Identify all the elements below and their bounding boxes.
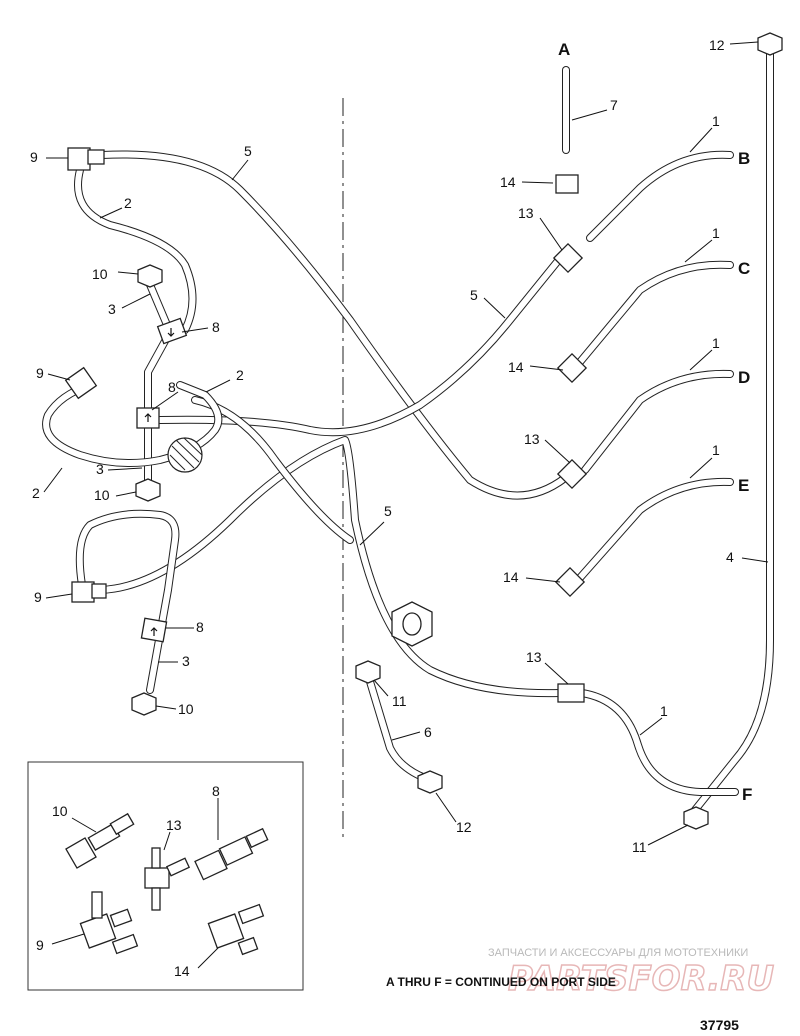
callout-2-low: 2 xyxy=(32,485,40,501)
inset-fitting-14 xyxy=(207,903,265,956)
callout-13-f: 13 xyxy=(526,649,542,665)
callout-numbers: 12 7 14 1 13 1 5 14 1 13 1 14 4 13 1 11 … xyxy=(30,37,734,855)
callout-13-d: 13 xyxy=(524,431,540,447)
callout-14-e: 14 xyxy=(503,569,519,585)
letter-c: C xyxy=(738,259,750,278)
callout-11-right: 11 xyxy=(632,839,647,855)
hose-5-lower xyxy=(96,436,564,698)
callout-8-top: 8 xyxy=(212,319,220,335)
hose-1-d xyxy=(581,369,734,474)
callout-11-mid: 11 xyxy=(392,693,407,709)
hose-1-c xyxy=(576,260,734,366)
callout-3-top: 3 xyxy=(108,301,116,317)
callout-8-low: 8 xyxy=(196,619,204,635)
leader-lines xyxy=(43,41,769,846)
callout-14-a: 14 xyxy=(500,174,516,190)
callout-14-c: 14 xyxy=(508,359,524,375)
hose-2-top xyxy=(74,166,197,334)
hatched-boss xyxy=(167,437,203,473)
callout-9-mid: 9 xyxy=(36,365,44,381)
hose-3-top xyxy=(144,276,174,412)
callout-13-b: 13 xyxy=(518,205,534,221)
inset-fitting-8 xyxy=(194,827,269,881)
letter-b: B xyxy=(738,149,750,168)
callout-12-top: 12 xyxy=(709,37,725,53)
callout-10-low: 10 xyxy=(178,701,194,717)
hose-1-e xyxy=(574,477,734,584)
letter-f: F xyxy=(742,785,752,804)
callout-1-e: 1 xyxy=(712,442,720,458)
hose-5-cross xyxy=(191,396,354,544)
hoses xyxy=(42,44,774,814)
inset-fitting-13 xyxy=(144,847,191,911)
callout-3-low: 3 xyxy=(182,653,190,669)
inset-callout-14: 14 xyxy=(174,963,190,979)
callout-7: 7 xyxy=(610,97,618,113)
hose-6 xyxy=(364,671,429,782)
hose-2-mid xyxy=(42,381,223,468)
watermark-logo: PARTSFOR.RU xyxy=(508,959,774,999)
hose-4 xyxy=(691,44,774,814)
inset-callout-13: 13 xyxy=(166,817,182,833)
letter-d: D xyxy=(738,368,750,387)
callout-10-mid: 10 xyxy=(94,487,110,503)
callout-3-mid: 3 xyxy=(96,461,104,477)
callout-5-mid: 5 xyxy=(470,287,478,303)
hose-5-top xyxy=(98,150,569,500)
figure-number: 37795 xyxy=(700,1017,739,1033)
callout-5-top: 5 xyxy=(244,143,252,159)
fittings-inset: 10 8 13 9 14 xyxy=(27,761,304,991)
callout-2-mid: 2 xyxy=(236,367,244,383)
footnote: A THRU F = CONTINUED ON PORT SIDE xyxy=(386,975,616,989)
callout-8-mid: 8 xyxy=(168,379,176,395)
callout-1-b: 1 xyxy=(712,113,720,129)
callout-4: 4 xyxy=(726,549,734,565)
hose-1-b xyxy=(586,150,734,242)
callout-1-f: 1 xyxy=(660,703,668,719)
letter-a: A xyxy=(558,40,570,59)
callout-9-top: 9 xyxy=(30,149,38,165)
callout-10-top: 10 xyxy=(92,266,108,282)
callout-9-low: 9 xyxy=(34,589,42,605)
callout-1-c: 1 xyxy=(712,225,720,241)
inset-callout-8: 8 xyxy=(212,783,220,799)
hose-9-low-loop xyxy=(75,509,180,694)
callout-12-low: 12 xyxy=(456,819,472,835)
callout-5-lower: 5 xyxy=(384,503,392,519)
inset-callout-10: 10 xyxy=(52,803,68,819)
inset-fitting-10 xyxy=(65,812,135,869)
callout-6: 6 xyxy=(424,724,432,740)
inset-fitting-9 xyxy=(79,891,139,955)
callout-1-d: 1 xyxy=(712,335,720,351)
fittings xyxy=(64,32,783,830)
watermark-tagline: ЗАПЧАСТИ И АКСЕССУАРЫ ДЛЯ МОТОТЕХНИКИ xyxy=(488,947,748,959)
callout-2-top: 2 xyxy=(124,195,132,211)
hose-1-f xyxy=(578,689,739,796)
letter-e: E xyxy=(738,476,749,495)
connection-letters: A B C D E F xyxy=(558,40,752,804)
inset-callout-9: 9 xyxy=(36,937,44,953)
